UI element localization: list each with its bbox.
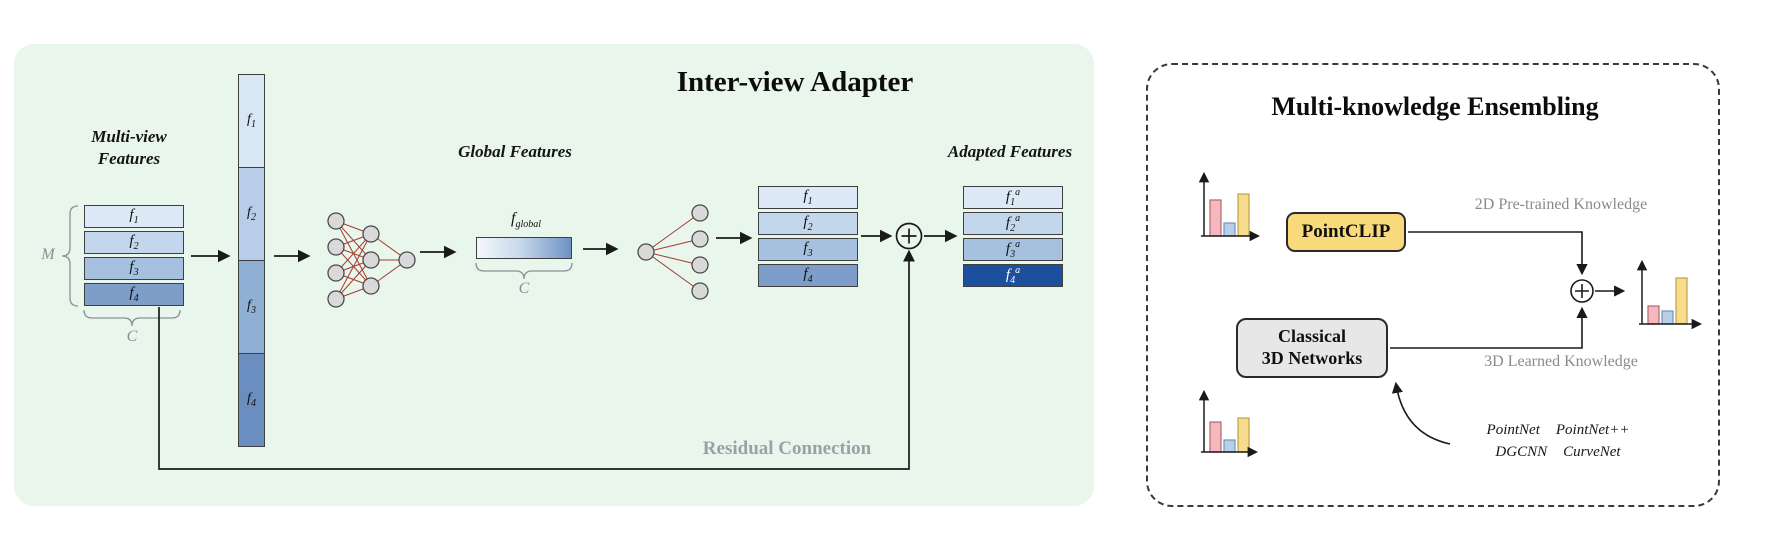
- feature-box-f1: f1: [84, 205, 184, 228]
- knowledge-3d-label: 3D Learned Knowledge: [1484, 353, 1638, 370]
- adapted-box-f3a: f3a: [963, 238, 1063, 261]
- global-features-label: Global Features: [458, 142, 572, 161]
- concat-segment-f4: f4: [238, 353, 265, 447]
- backbone-pointnet: PointNet: [1486, 422, 1540, 438]
- m-dimension-label: M: [41, 246, 55, 263]
- c-dimension-label-input: C: [126, 328, 138, 345]
- multi-knowledge-title: Multi-knowledge Ensembling: [1271, 92, 1599, 121]
- output-box-f1: f1: [758, 186, 858, 209]
- global-feature-vector: [476, 237, 572, 259]
- feature-box-f3: f3: [84, 257, 184, 280]
- residual-connection-label: Residual Connection: [702, 438, 872, 459]
- concat-segment-f1: f1: [238, 74, 265, 168]
- multiview-features-label: Multi-view Features: [91, 127, 167, 169]
- adapted-feature-stack: f1a f2a f3a f4a: [963, 186, 1063, 287]
- feature-box-f2: f2: [84, 231, 184, 254]
- concat-segment-f2: f2: [238, 167, 265, 261]
- concat-segment-f3: f3: [238, 260, 265, 354]
- output-box-f4: f4: [758, 264, 858, 287]
- classical-3d-networks-box: Classical 3D Networks: [1236, 318, 1388, 378]
- backbone-dgcnn: DGCNN: [1495, 444, 1548, 460]
- feature-box-f4: f4: [84, 283, 184, 306]
- pointclip-box: PointCLIP: [1286, 212, 1406, 252]
- adapted-box-f4a: f4a: [963, 264, 1063, 287]
- c-dimension-label-global: C: [518, 280, 530, 297]
- adapted-features-label: Adapted Features: [947, 142, 1073, 161]
- concatenated-feature-column: f1 f2 f3 f4: [238, 74, 265, 447]
- knowledge-2d-label: 2D Pre-trained Knowledge: [1474, 196, 1648, 213]
- output-box-f2: f2: [758, 212, 858, 235]
- backbone-pointnetpp: PointNet++: [1555, 422, 1630, 438]
- backbone-curvenet: CurveNet: [1563, 444, 1621, 460]
- output-feature-stack: f1 f2 f3 f4: [758, 186, 858, 287]
- f-global-label: fglobal: [510, 210, 541, 231]
- inter-view-adapter-title: Inter-view Adapter: [676, 66, 914, 98]
- backbone-names: PointNet PointNet++ DGCNN CurveNet: [1442, 422, 1674, 461]
- output-box-f3: f3: [758, 238, 858, 261]
- adapted-box-f2a: f2a: [963, 212, 1063, 235]
- multiview-feature-stack: f1 f2 f3 f4: [84, 205, 184, 306]
- adapted-box-f1a: f1a: [963, 186, 1063, 209]
